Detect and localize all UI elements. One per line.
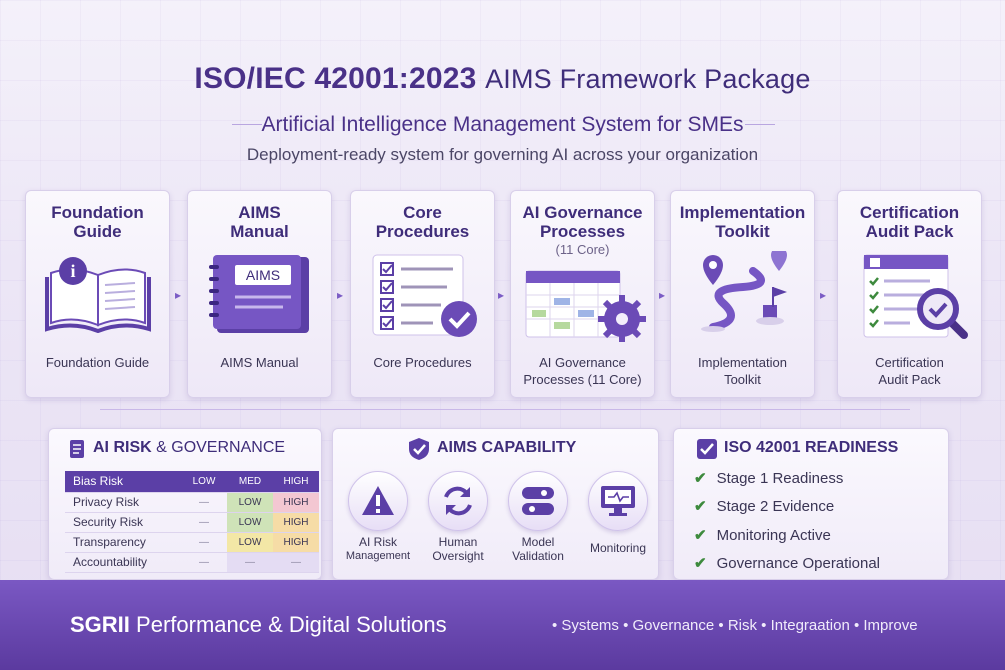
binder-label: AIMS [245, 267, 279, 283]
toggle-icon [522, 487, 554, 515]
document-icon [70, 440, 84, 458]
list-item: ✔Monitoring Active [694, 527, 831, 544]
footer-brand: SGRII Performance & Digital Solutions [70, 612, 447, 637]
checklist-icon [372, 254, 477, 337]
roadmap-icon [700, 251, 787, 332]
monitor-icon [601, 486, 635, 516]
page-title: ISO/IEC 42001:2023 AIMS Framework Packag… [194, 62, 811, 95]
subtitle: Artificial Intelligence Management Syste… [261, 113, 744, 136]
arrow-icon: ▸ [337, 288, 344, 302]
readiness-panel-title: ISO 42001 READINESS [724, 439, 899, 456]
table-row: Accountability——— [65, 552, 319, 573]
risk-panel-title: AI RISK & GOVERNANCE [93, 439, 286, 456]
list-item: ✔Stage 2 Evidence [694, 498, 835, 515]
capability-panel-title: AIMS CAPABILITY [437, 439, 577, 456]
card-note: (11 Core) [555, 242, 610, 257]
divider-left [232, 124, 262, 125]
arrow-icon: ▸ [659, 288, 666, 302]
capability-item: Monitoring [583, 471, 653, 555]
connector-line [100, 409, 910, 410]
calendar-gear-icon [525, 270, 646, 342]
readiness-panel: ISO 42001 READINESS ✔Stage 1 Readiness ✔… [673, 428, 949, 580]
shield-check-icon [409, 438, 429, 460]
checkbox-icon [697, 439, 717, 459]
audit-magnifier-icon [863, 254, 968, 339]
list-item: ✔Governance Operational [694, 555, 881, 572]
arrow-icon: ▸ [498, 288, 505, 302]
list-item: ✔Stage 1 Readiness [694, 470, 844, 487]
arrow-icon: ▸ [820, 288, 827, 302]
refresh-icon [444, 486, 472, 516]
open-book-icon: i [44, 257, 151, 333]
card-caption: Core Procedures [373, 355, 472, 370]
divider-right [745, 124, 775, 125]
card-caption: AIMS Manual [220, 355, 299, 370]
check-icon: ✔ [694, 555, 707, 572]
svg-text:i: i [70, 261, 75, 281]
check-icon: ✔ [694, 470, 707, 487]
check-icon: ✔ [694, 527, 707, 544]
footer-band [0, 580, 1005, 670]
check-icon: ✔ [694, 498, 707, 515]
binder-icon: AIMS [208, 255, 309, 333]
warning-icon [362, 486, 394, 515]
description: Deployment-ready system for governing AI… [246, 145, 759, 164]
arrow-icon: ▸ [175, 288, 182, 302]
footer-tags: • Systems • Governance • Risk • Integraa… [552, 617, 918, 634]
card-caption: Foundation Guide [45, 355, 150, 370]
